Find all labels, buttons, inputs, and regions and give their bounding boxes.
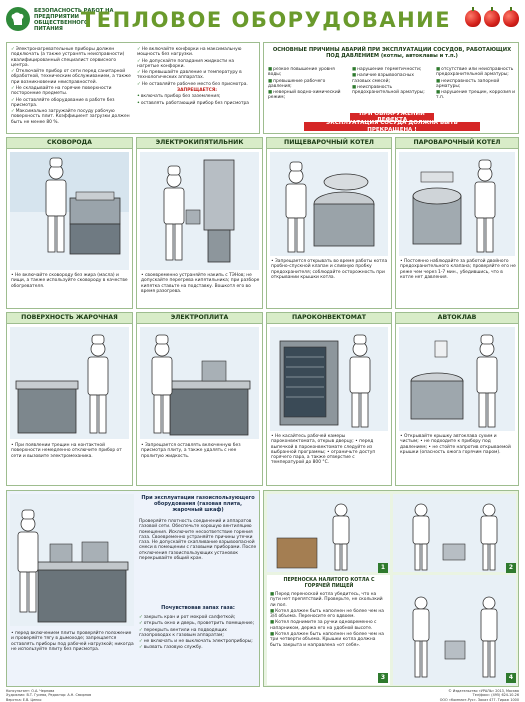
- panel-avtoklav: АВТОКЛАВ • Открывайте крышку автоклава с…: [395, 312, 519, 486]
- intro-box: ✓Электронагревательные приборы должен по…: [6, 42, 260, 134]
- decor-apples: [465, 7, 519, 27]
- chef-hat-icon: [6, 7, 30, 31]
- panel-text: • Открывайте крышку автоклава сухим и чи…: [400, 434, 511, 455]
- intro-left-item: ✓Отключайте прибор от сети перед санитар…: [11, 69, 131, 85]
- panel-parokonvektomat: ПАРОКОНВЕКТОМАТ • Не касайтесь рабочей к…: [266, 312, 392, 486]
- apple-icon: [484, 7, 500, 27]
- accidents-box: ОСНОВНЫЕ ПРИЧИНЫ АВАРИЙ ПРИ ЭКСПЛУАТАЦИИ…: [263, 42, 519, 134]
- illustration-avtoklav: [399, 327, 515, 431]
- intro-mid-item: ✓Не включайте конфорки на максимальную м…: [137, 47, 242, 58]
- apple-icon: [465, 7, 481, 27]
- step-number: 2: [506, 563, 516, 573]
- illustration-parovarochny: [399, 152, 515, 256]
- panel-text: • При появлении трещин на контактной пов…: [11, 443, 122, 459]
- panel-title: ЭЛЕКТРОПЛИТА: [137, 313, 262, 324]
- intro-mid-item: ✓Не превышайте давление и температуру в …: [137, 70, 242, 81]
- panel-title: ПОВЕРХНОСТЬ ЖАРОЧНАЯ: [7, 313, 132, 324]
- accidents-col3: ■отсутствие или неисправность предохрани…: [436, 67, 516, 101]
- panel-parovarochny: ПАРОВАРОЧНЫЙ КОТЕЛ • Постоянно наблюдайт…: [395, 137, 519, 309]
- panel-zharochnaya: ПОВЕРХНОСТЬ ЖАРОЧНАЯ • При появлении тре…: [6, 312, 133, 486]
- panel-kipyatilnik: ЭЛЕКТРОКИПЯТИЛЬНИК • своевременно устран…: [136, 137, 263, 309]
- illustration-gas-stove: [10, 494, 134, 626]
- intro-mid-item: ✓Не допускайте попадания жидкости на наг…: [137, 58, 235, 69]
- alert-stop: ЭКСПЛУАТАЦИЯ СОСУДА ДОЛЖНА БЫТЬ ПРЕКРАЩЕ…: [304, 120, 480, 133]
- panel-text: • Запрещается открывать во время работы …: [271, 259, 388, 280]
- panel-skovoroda: СКОВОРОДА • Не включайте сковороду без ж…: [6, 137, 133, 309]
- panel-title: ПАРОВАРОЧНЫЙ КОТЕЛ: [396, 138, 518, 149]
- intro-mid-list: ✓Не включайте конфорки на максимальную м…: [137, 47, 257, 107]
- panel-text: • Не включайте сковороду без жира (масла…: [11, 273, 128, 289]
- panel-elektroplita: ЭЛЕКТРОПЛИТА • Запрещается оставлять вкл…: [136, 312, 263, 486]
- banned-item: •включать прибор без заземления;: [137, 94, 221, 100]
- intro-left-item: ✓Не складывайте на горячие поверхности п…: [11, 85, 112, 97]
- carry-box: 1 2 ПЕРЕНОСКА НАЛИТОГО КОТЛА С ГОРЯЧЕЙ П…: [263, 490, 519, 687]
- intro-left-item: ✓Не оставляйте оборудование в работе без…: [11, 97, 115, 108]
- illustration-skovoroda: [10, 152, 129, 270]
- apple-icon: [503, 7, 519, 27]
- carry-text-panel: [267, 575, 390, 685]
- illustration-elektroplita: [140, 327, 259, 439]
- gas-box: • перед включением плиты проверяйте поло…: [6, 490, 260, 687]
- banned-title: ЗАПРЕЩАЕТСЯ:: [177, 87, 217, 93]
- accidents-col1: ■резкое повышение уровня воды; ■превышен…: [268, 67, 341, 101]
- illustration-zharochnaya: [10, 327, 129, 439]
- gas-smell-list: ✓закрыть кран и рот мокрой салфеткой; ✓о…: [139, 615, 255, 651]
- step-number: 4: [506, 673, 516, 683]
- gas-smell-title: Почувствовав запах газа:: [161, 605, 235, 611]
- accidents-col2: ■нарушение герметичности; ■наличие взрыв…: [352, 67, 425, 96]
- panel-text: • Постоянно наблюдайте за работой двойно…: [400, 259, 516, 280]
- illustration-carry-1: [267, 494, 390, 572]
- illustration-kipyatilnik: [140, 152, 259, 270]
- intro-mid-item: ✓Не оставляйте рабочее место без присмот…: [137, 81, 248, 87]
- gas-text: Проверяйте плотность соединений и аппара…: [139, 519, 257, 561]
- step-number: 3: [378, 673, 388, 683]
- intro-left-item: ✓Максимально загружайте посуду рабочую п…: [11, 109, 130, 125]
- illustration-parokonvektomat: [270, 327, 388, 431]
- intro-left-item: ✓Электронагревательные приборы должен по…: [11, 47, 125, 68]
- carry-title: ПЕРЕНОСКА НАЛИТОГО КОТЛА С ГОРЯЧЕЙ ПИЩЕЙ: [283, 578, 375, 589]
- panel-title: ПИЩЕВАРОЧНЫЙ КОТЕЛ: [267, 138, 391, 149]
- illustration-pishchevarochny: [270, 152, 388, 256]
- panel-title: СКОВОРОДА: [7, 138, 132, 149]
- header: БЕЗОПАСНОСТЬ РАБОТ НА ПРЕДПРИЯТИИ ОБЩЕСТ…: [4, 4, 521, 40]
- panel-title: ЭЛЕКТРОКИПЯТИЛЬНИК: [137, 138, 262, 149]
- panel-title: ПАРОКОНВЕКТОМАТ: [267, 313, 391, 324]
- panel-text: • своевременно устраняйте накипь с ТЭНов…: [141, 273, 260, 294]
- panel-text: • Не касайтесь рабочей камеры пароконвек…: [271, 434, 376, 466]
- gas-left-text: • перед включением плиты проверяйте поло…: [11, 631, 134, 652]
- panel-text: • Запрещается оставлять включенную без п…: [141, 443, 241, 459]
- series-label: БЕЗОПАСНОСТЬ РАБОТ НА ПРЕДПРИЯТИИ ОБЩЕСТ…: [34, 8, 114, 32]
- banned-item: •оставлять работающий прибор без присмот…: [137, 100, 249, 106]
- illustration-carry-2: [393, 494, 516, 572]
- page-title: ТЕПЛОВОЕ ОБОРУДОВАНИЕ: [80, 7, 452, 32]
- panel-title: АВТОКЛАВ: [396, 313, 518, 324]
- step-number: 1: [378, 563, 388, 573]
- illustration-carry-3: [393, 575, 516, 685]
- gas-title: При эксплуатации газоиспользующего обору…: [141, 495, 255, 513]
- intro-left-list: ✓Электронагревательные приборы должен по…: [11, 47, 133, 126]
- carry-list: ■Перед переноской котла убедитесь, что н…: [270, 592, 384, 648]
- panel-pishchevarochny: ПИЩЕВАРОЧНЫЙ КОТЕЛ • Запрещается открыва…: [266, 137, 392, 309]
- accidents-title: ОСНОВНЫЕ ПРИЧИНЫ АВАРИЙ ПРИ ЭКСПЛУАТАЦИИ…: [272, 47, 512, 60]
- alert-defect: ПРИ ОБНАРУЖЕНИИ ДЕФЕКТА: [350, 111, 434, 123]
